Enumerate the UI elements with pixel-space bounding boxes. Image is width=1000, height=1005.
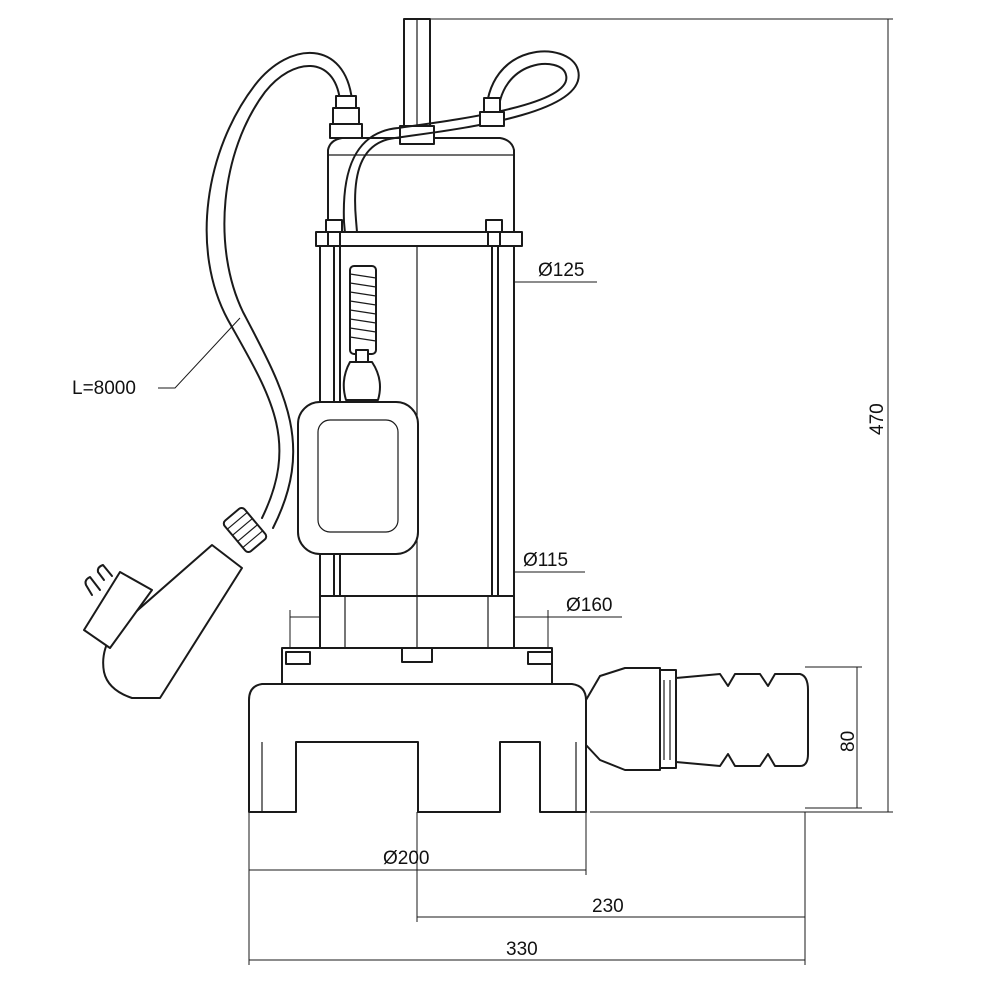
pump-base	[248, 683, 587, 813]
bolt-head	[325, 219, 343, 233]
bolt-head	[285, 651, 311, 665]
cable-gland	[332, 107, 360, 125]
motor-housing	[327, 125, 515, 233]
float-switch-neck	[355, 349, 369, 363]
float-switch-panel	[317, 419, 399, 533]
base-diameter-label: Ø200	[383, 848, 429, 869]
float-switch-body	[297, 401, 419, 555]
width-to-outlet-label: 230	[592, 896, 624, 917]
outlet-nut	[659, 669, 677, 769]
plug-pin	[84, 576, 101, 596]
bolt-head	[485, 219, 503, 233]
cable-length-label: L=8000	[72, 378, 136, 399]
outlet-height-label: 80	[838, 731, 859, 752]
float-cable-gland	[483, 97, 501, 113]
hose-tail	[675, 673, 809, 767]
float-switch-cap	[342, 361, 381, 401]
plug-face	[83, 571, 153, 649]
float-switch-cable	[342, 50, 580, 269]
bolt-head	[527, 651, 553, 665]
cable-gland-nut	[329, 123, 363, 139]
pump-volute	[281, 595, 553, 685]
flange-diameter-label: Ø160	[566, 595, 612, 616]
plug-pin	[96, 564, 113, 581]
nut	[327, 231, 341, 247]
total-height-label: 470	[867, 403, 888, 435]
overall-width-label: 330	[506, 939, 538, 960]
dimension-lines	[158, 18, 893, 965]
power-plug	[83, 506, 268, 699]
float-switch	[297, 265, 419, 555]
plug-strain-relief	[222, 506, 268, 554]
float-cable-nut	[479, 111, 505, 127]
discharge-pipe	[403, 18, 431, 135]
nut	[487, 231, 501, 247]
dimension-labels: L=8000 Ø125 Ø115 Ø160 Ø200 230 330 470 8…	[72, 260, 888, 960]
housing-diameter-label: Ø115	[523, 550, 568, 571]
outlet-connector	[585, 667, 809, 771]
motor-diameter-label: Ø125	[538, 260, 584, 281]
bolt-head	[401, 647, 433, 663]
cable-connector	[335, 95, 357, 109]
